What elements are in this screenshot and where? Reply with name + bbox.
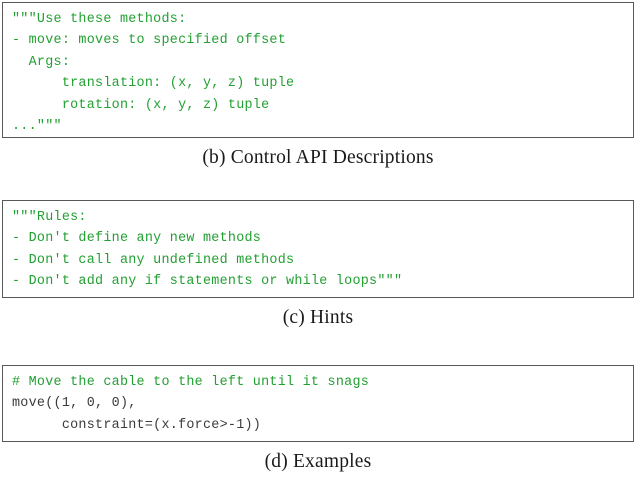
code-line: Args: — [12, 54, 71, 70]
caption-control-api-descriptions: (b) Control API Descriptions — [202, 147, 434, 168]
code-line: - Don't add any if statements or while l… — [12, 274, 403, 290]
code-line: """Rules: — [12, 210, 87, 225]
figure-panel-examples: # Move the cable to the left until it sn… — [2, 365, 634, 473]
code-line: move((1, 0, 0), — [12, 396, 137, 412]
code-line: # Move the cable to the left until it sn… — [12, 375, 370, 390]
figure-panel-hints: """Rules: - Don't define any new methods -… — [2, 200, 634, 329]
code-line: """Use these methods: — [12, 12, 187, 27]
code-line: - Don't define any new methods — [12, 231, 262, 247]
code-box-control-api-descriptions: """Use these methods: - move: moves to sp… — [2, 2, 634, 138]
code-line: constraint=(x.force>-1)) — [12, 417, 262, 433]
code-block-control-api-descriptions: """Use these methods: - move: moves to sp… — [3, 3, 633, 137]
figure-panel-control-api-descriptions: """Use these methods: - move: moves to sp… — [2, 2, 634, 169]
code-block-hints: """Rules: - Don't define any new methods -… — [3, 201, 633, 297]
code-line: rotation: (x, y, z) tuple — [12, 97, 270, 113]
code-line: - move: moves to specified offset — [12, 33, 287, 49]
code-block-examples: # Move the cable to the left until it sn… — [3, 366, 633, 441]
code-box-hints: """Rules: - Don't define any new methods -… — [2, 200, 634, 298]
code-line: translation: (x, y, z) tuple — [12, 76, 295, 92]
code-line: ...""" — [12, 119, 62, 135]
code-box-examples: # Move the cable to the left until it sn… — [2, 365, 634, 442]
code-line: - Don't call any undefined methods — [12, 252, 295, 268]
caption-hints: (c) Hints — [282, 307, 354, 328]
caption-examples: (d) Examples — [264, 451, 372, 472]
